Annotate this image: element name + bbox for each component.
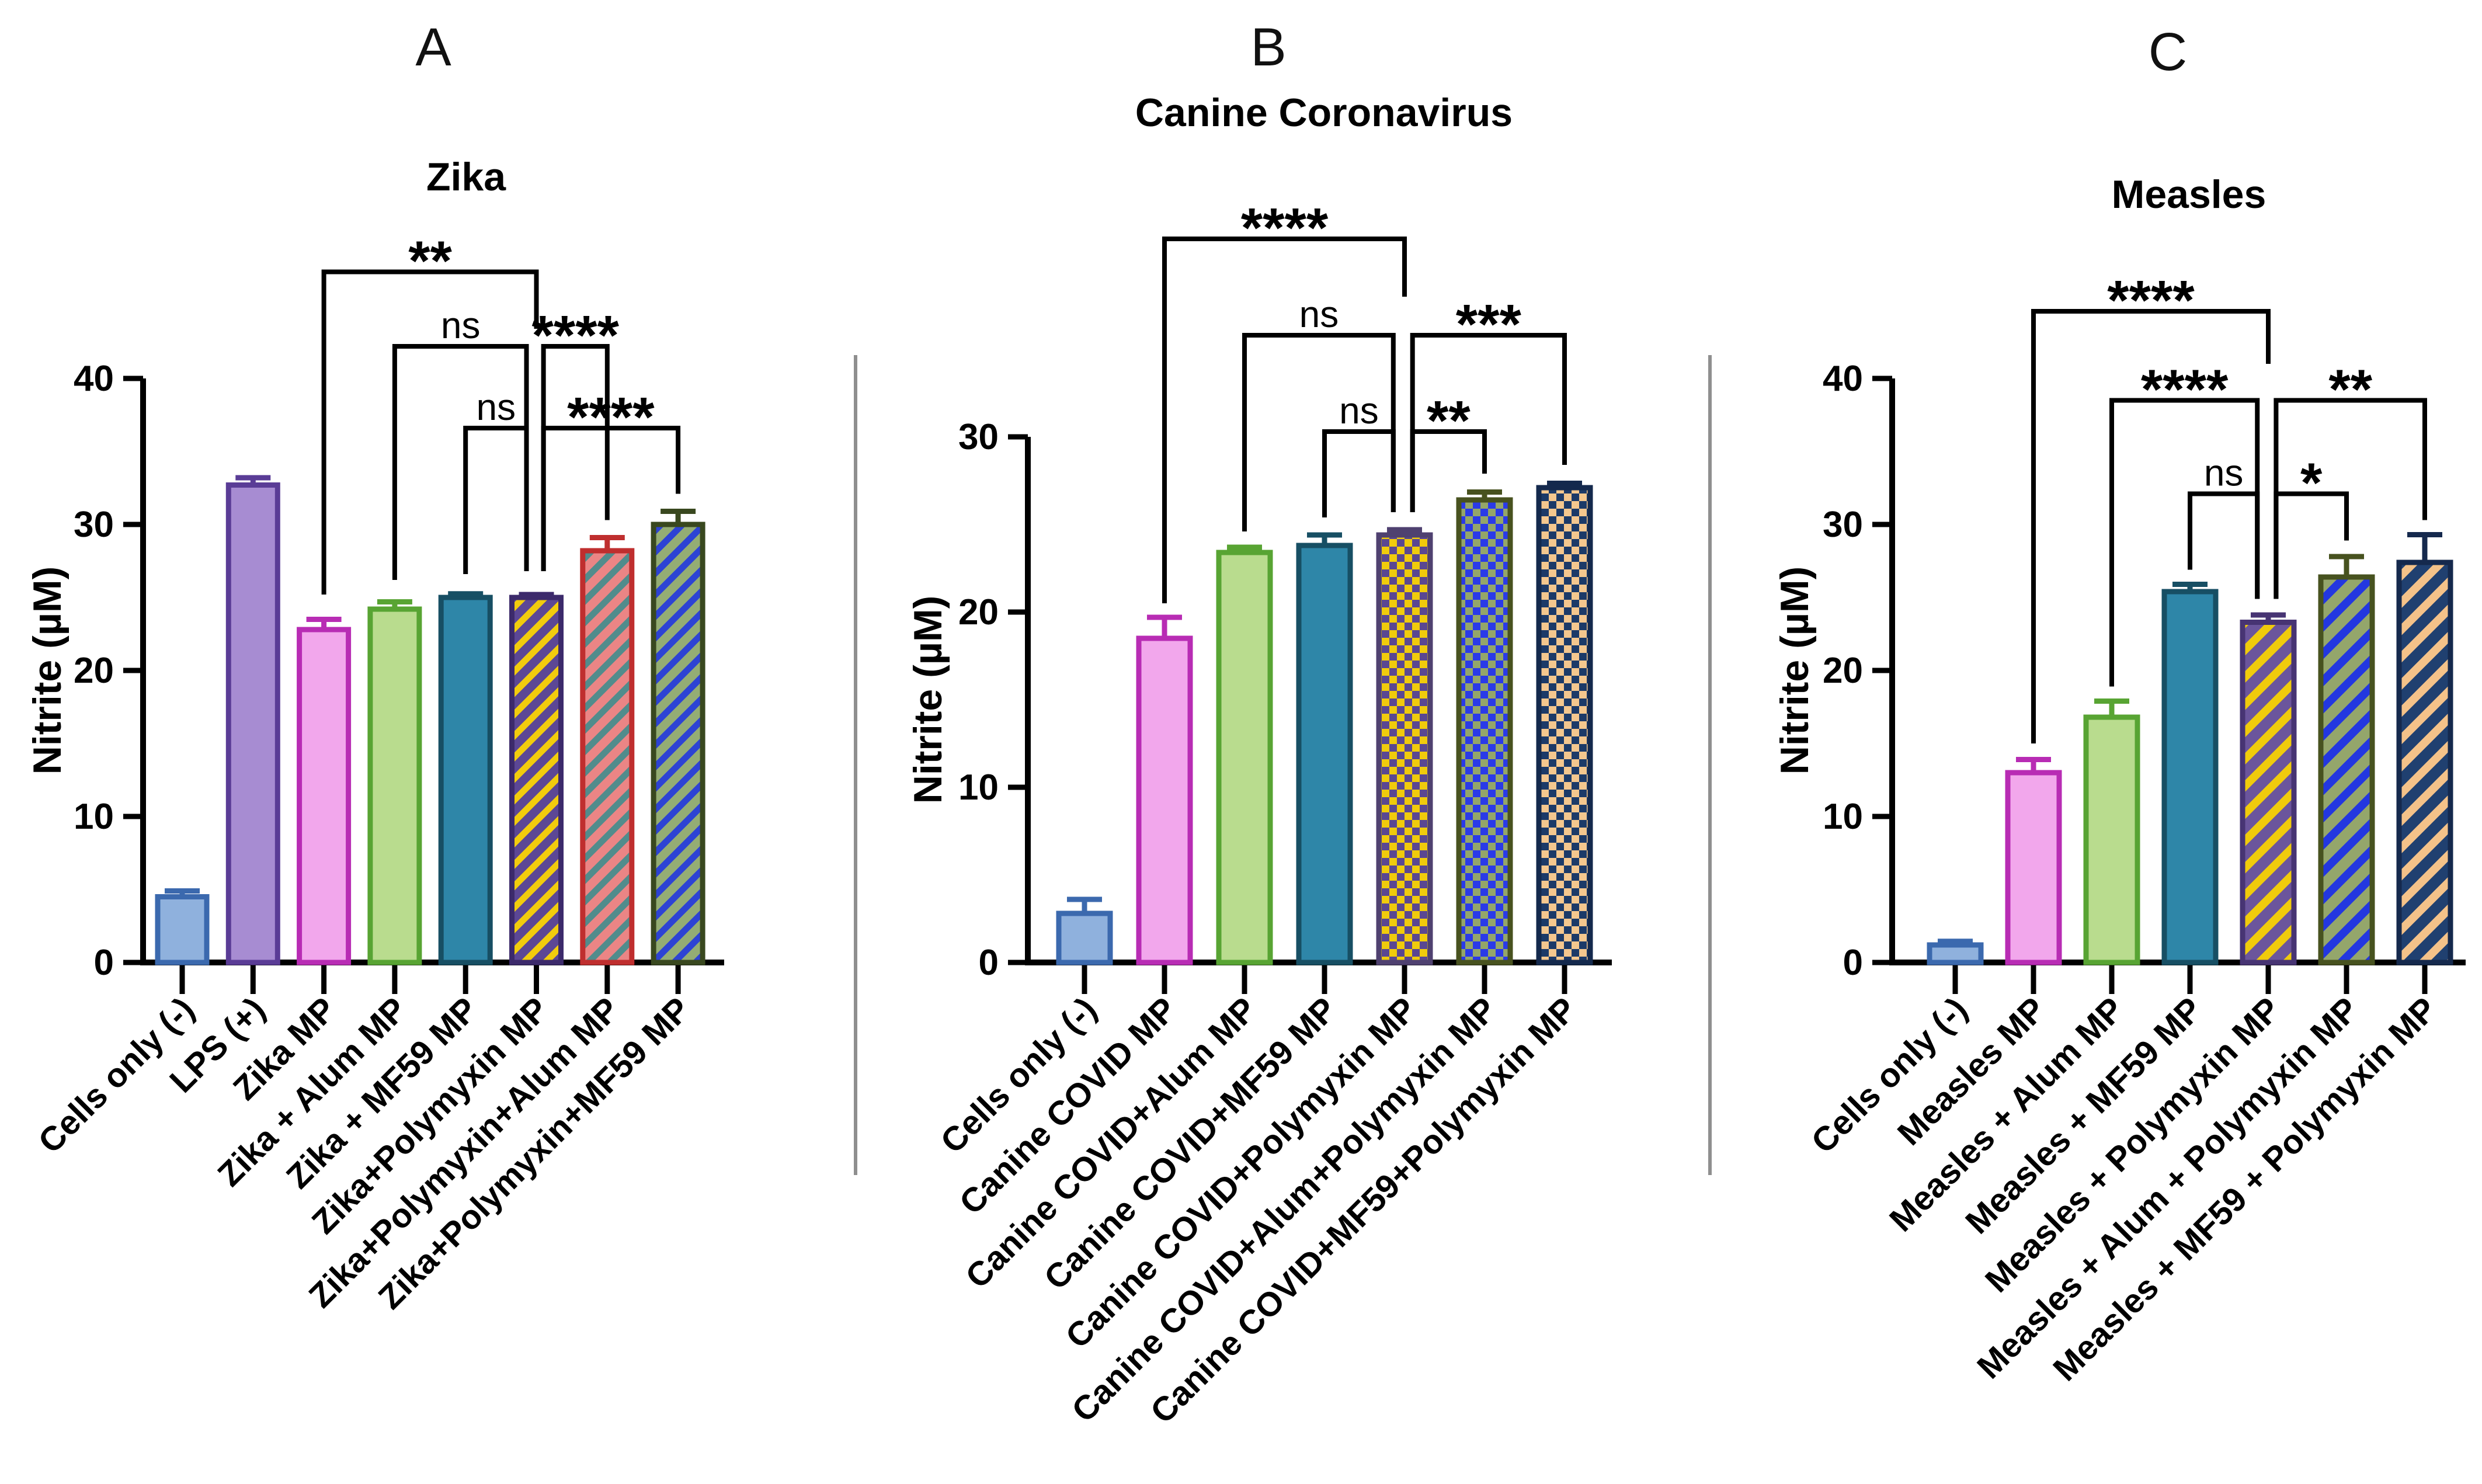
bar	[1927, 942, 1984, 965]
y-tick-label: 0	[1843, 943, 1863, 983]
y-tick-label: 30	[958, 417, 999, 457]
significance-label: ns	[1299, 293, 1339, 335]
bar	[2083, 714, 2140, 965]
panel-title-C: Measles	[2112, 172, 2267, 217]
bar	[1296, 543, 1353, 965]
significance-label: ****	[2141, 359, 2229, 421]
y-tick-label: 10	[74, 797, 114, 837]
y-tick-label: 20	[74, 651, 114, 691]
y-axis-title-B: Nitrite (µM)	[906, 596, 950, 804]
y-tick-label: 10	[1823, 797, 1863, 837]
y-tick-label: 40	[74, 359, 114, 399]
y-tick-label: 0	[94, 943, 114, 983]
bar	[367, 606, 422, 965]
y-tick-label: 30	[74, 505, 114, 545]
significance-bracket	[321, 269, 539, 595]
significance-label: ns	[441, 304, 481, 346]
significance-bracket	[1410, 333, 1567, 512]
significance-label: ****	[531, 304, 619, 367]
panel-letter-A: A	[415, 18, 451, 77]
significance-label: **	[408, 230, 452, 293]
bar	[297, 627, 352, 965]
bar	[1056, 910, 1113, 965]
bar	[2240, 620, 2297, 965]
y-tick-label: 20	[1823, 651, 1863, 691]
y-axis-title-C: Nitrite (µM)	[1772, 567, 1817, 774]
significance-bracket	[1322, 429, 1396, 517]
significance-label: ns	[2204, 452, 2244, 494]
bar	[438, 595, 493, 965]
bar	[2161, 589, 2219, 965]
significance-bracket	[541, 426, 681, 571]
significance-bracket	[1242, 333, 1396, 531]
panel-title-B: Canine Coronavirus	[1135, 91, 1513, 135]
significance-bracket	[2031, 309, 2271, 743]
bar	[1536, 485, 1593, 965]
panel-title-A: Zika	[426, 155, 506, 199]
bar	[580, 548, 635, 965]
bar	[2318, 574, 2375, 965]
y-tick-label: 0	[979, 943, 999, 983]
significance-label: ****	[1241, 197, 1329, 259]
bar	[225, 482, 280, 965]
significance-bracket	[2188, 491, 2260, 599]
significance-label: ****	[2107, 269, 2195, 332]
bar	[651, 522, 705, 965]
bar	[1456, 497, 1513, 965]
significance-bracket	[1162, 237, 1407, 603]
bar	[1216, 550, 1273, 965]
y-tick-label: 30	[1823, 505, 1863, 545]
y-axis-title-A: Nitrite (µM)	[25, 567, 69, 774]
significance-label: ****	[567, 386, 655, 449]
bar	[155, 894, 210, 965]
significance-bracket	[463, 426, 529, 574]
significance-label: ns	[1339, 390, 1379, 432]
bar	[1136, 635, 1193, 965]
y-tick-label: 20	[958, 592, 999, 632]
significance-bracket	[2274, 491, 2349, 599]
panel-letter-B: B	[1250, 18, 1286, 77]
significance-bracket	[1410, 429, 1487, 512]
bar	[509, 595, 564, 965]
significance-label: ns	[477, 386, 516, 428]
bar	[2005, 770, 2062, 965]
significance-label: ***	[1456, 293, 1522, 356]
bar	[1376, 532, 1433, 965]
significance-label: **	[2328, 359, 2372, 421]
bar	[2396, 559, 2453, 965]
y-tick-label: 40	[1823, 359, 1863, 399]
y-tick-label: 10	[958, 767, 999, 808]
significance-label: **	[1427, 390, 1471, 452]
significance-label: *	[2300, 452, 2323, 515]
panel-letter-C: C	[2149, 22, 2187, 82]
